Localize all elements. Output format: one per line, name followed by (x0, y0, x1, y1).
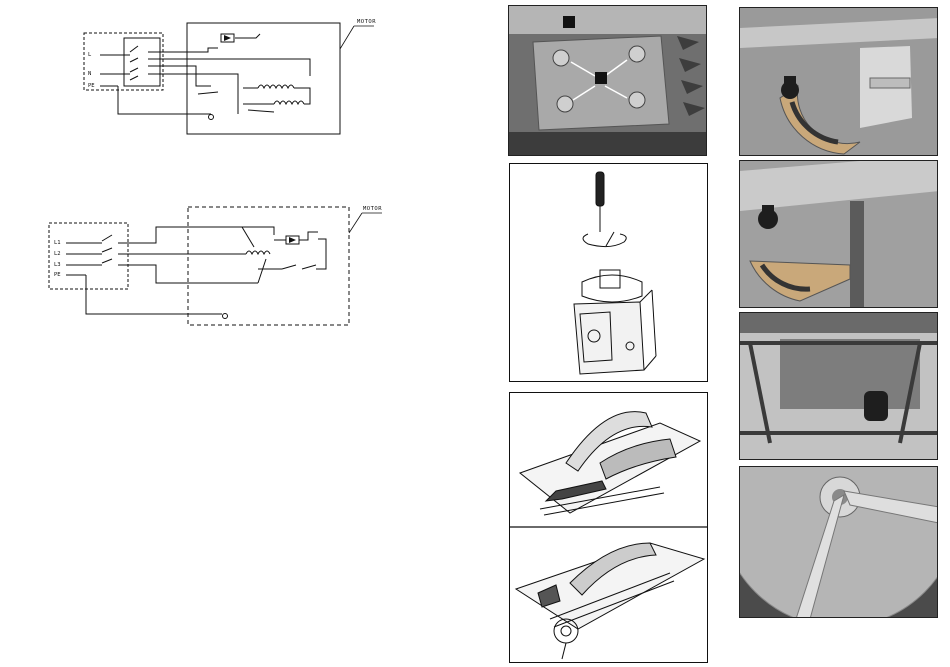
saw-rail-illustration (510, 393, 708, 663)
terminal-label-l1: L1 (54, 240, 61, 246)
callout-marker-top (563, 16, 575, 28)
motor-label: MOTOR (363, 206, 382, 212)
three-phase-schematic (46, 203, 386, 328)
miter-gauge-illustration-1 (740, 8, 938, 156)
terminal-label-l: L (88, 52, 91, 58)
table-frame-illustration (740, 313, 938, 460)
motor-box (188, 207, 349, 325)
single-phase-schematic (78, 14, 378, 139)
switch-box (49, 223, 128, 289)
terminal-label-pe: PE (54, 272, 61, 278)
motor-box (187, 23, 340, 134)
motor-label: MOTOR (357, 19, 376, 25)
miter-gauge-photo-1 (739, 7, 938, 156)
mounting-plate-illustration (509, 6, 707, 156)
callout-marker (595, 72, 607, 84)
saw-blade-photo (739, 466, 938, 618)
saw-blade-illustration (740, 467, 938, 618)
terminal-label-pe: PE (88, 83, 95, 89)
terminal-label-l3: L3 (54, 262, 61, 268)
three-phase-wiring-diagram: L1 L2 L3 PE MOTOR (46, 203, 386, 328)
saw-rail-drawing (509, 392, 708, 663)
single-phase-wiring-diagram: L N PE MOTOR (78, 14, 378, 139)
miter-gauge-photo-2 (739, 160, 938, 308)
terminal-label-n: N (88, 71, 91, 77)
table-frame-photo (739, 312, 938, 460)
screwdriver-switch-illustration (510, 164, 708, 382)
miter-gauge-illustration-2 (740, 161, 938, 308)
switch-inner-box (124, 38, 160, 86)
mounting-plate-photo (508, 5, 707, 156)
terminal-label-l2: L2 (54, 251, 61, 257)
switch-housing-drawing (509, 163, 708, 382)
